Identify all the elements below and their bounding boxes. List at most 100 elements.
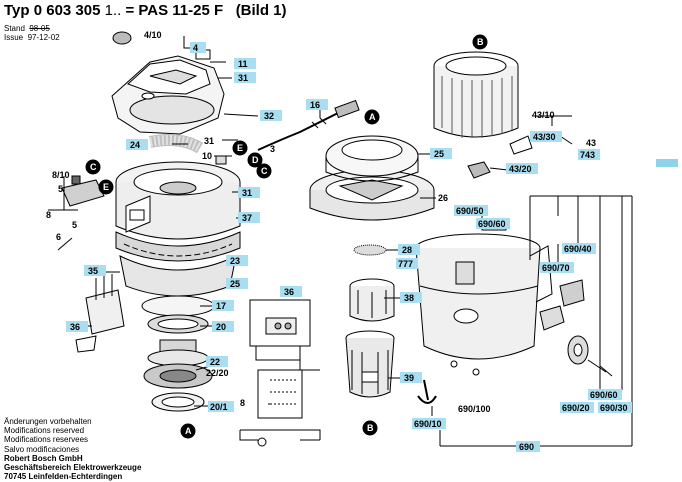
svg-text:25: 25 [230, 279, 240, 289]
part-label-743: 743 [578, 149, 600, 160]
svg-text:32: 32 [264, 111, 274, 121]
page-tab-marker [656, 159, 678, 167]
svg-text:16: 16 [310, 100, 320, 110]
part-label-690-60-top: 690/60 [476, 218, 510, 229]
part-label-16: 16 [306, 99, 328, 110]
callout-a-top: A [364, 109, 380, 125]
part-label-4-10: 4/10 [144, 30, 162, 40]
callout-a-bottom: A [180, 423, 196, 439]
callout-b-top: B [472, 34, 488, 50]
part-label-37: 37 [238, 212, 260, 223]
part-label-32: 32 [260, 110, 282, 121]
part-label-11: 11 [234, 58, 256, 69]
svg-text:A: A [185, 426, 192, 436]
svg-text:31: 31 [238, 73, 248, 83]
part-label-26: 26 [438, 193, 448, 203]
svg-text:36: 36 [70, 322, 80, 332]
svg-text:E: E [237, 143, 243, 153]
svg-text:690/70: 690/70 [542, 263, 570, 273]
part-label-22-20: 22/20 [206, 368, 229, 378]
part-label-25-center: 25 [430, 148, 452, 159]
svg-text:C: C [90, 162, 97, 172]
svg-text:35: 35 [88, 266, 98, 276]
part-label-38: 38 [400, 292, 422, 303]
svg-text:E: E [103, 182, 109, 192]
svg-text:28: 28 [402, 245, 412, 255]
part-label-31-mid: 31 [204, 136, 214, 146]
part-label-31-right: 31 [238, 187, 260, 198]
part-label-8-10: 8/10 [52, 170, 70, 180]
svg-text:B: B [367, 423, 374, 433]
svg-text:38: 38 [404, 293, 414, 303]
svg-text:11: 11 [238, 59, 248, 69]
part-label-5-bottom: 5 [72, 220, 77, 230]
filter-basket [345, 330, 395, 398]
svg-text:A: A [369, 112, 376, 122]
part-label-28: 28 [398, 244, 420, 255]
callout-e-cord: E [232, 140, 248, 156]
part-label-35: 35 [84, 265, 106, 276]
svg-text:37: 37 [242, 213, 252, 223]
svg-text:690/60: 690/60 [590, 390, 618, 400]
filter-ring [148, 134, 204, 154]
part-label-43-10: 43/10 [532, 110, 555, 120]
svg-text:36: 36 [284, 287, 294, 297]
svg-text:B: B [477, 37, 484, 47]
svg-text:39: 39 [404, 373, 414, 383]
company-name: Robert Bosch GmbH [4, 453, 83, 463]
callout-c-left: C [85, 159, 101, 175]
part-label-690-50: 690/50 [454, 205, 488, 216]
part-label-5-top: 5 [58, 184, 63, 194]
filter-disc [353, 244, 387, 256]
svg-text:31: 31 [242, 188, 252, 198]
part-label-6: 6 [56, 232, 61, 242]
svg-text:24: 24 [130, 140, 140, 150]
part-label-4: 4 [190, 42, 206, 53]
motor-lid [309, 135, 435, 221]
callout-d: D [247, 152, 263, 168]
part-label-8-left: 8 [46, 210, 51, 220]
switch-part [61, 175, 145, 221]
motor-housing-cover [111, 31, 225, 135]
capacitor-bracket [75, 274, 125, 353]
part-label-31-top: 31 [234, 72, 256, 83]
motor-schematic [239, 299, 321, 447]
part-label-690-30: 690/30 [598, 402, 632, 413]
part-label-43-20: 43/20 [506, 163, 538, 174]
part-label-23: 23 [226, 255, 248, 266]
part-label-36-left: 36 [66, 321, 88, 332]
issue-line: Issue 97-12-02 [4, 33, 60, 42]
part-label-36-right: 36 [280, 286, 302, 297]
svg-text:20: 20 [216, 322, 226, 332]
svg-text:690: 690 [519, 442, 534, 452]
svg-text:D: D [252, 155, 259, 165]
svg-text:43/30: 43/30 [533, 132, 556, 142]
part-label-690: 690 [516, 441, 540, 452]
part-label-43-30: 43/30 [530, 131, 562, 142]
part-label-17: 17 [212, 300, 234, 311]
svg-text:690/50: 690/50 [456, 206, 484, 216]
filter-holder [349, 278, 395, 322]
part-label-10: 10 [202, 151, 212, 161]
part-label-690-60-bottom: 690/60 [588, 389, 622, 400]
footer-notes: Änderungen vorbehalten Modifications res… [4, 417, 142, 482]
cartridge-filter [433, 51, 533, 179]
part-label-690-20: 690/20 [560, 402, 594, 413]
part-label-690-40: 690/40 [562, 243, 596, 254]
svg-text:690/30: 690/30 [600, 403, 628, 413]
part-label-25-left: 25 [226, 278, 248, 289]
svg-text:690/40: 690/40 [564, 244, 592, 254]
wheels-and-fittings [417, 279, 613, 404]
svg-text:C: C [261, 166, 268, 176]
part-label-39: 39 [400, 372, 422, 383]
svg-text:17: 17 [216, 301, 226, 311]
svg-text:690/20: 690/20 [562, 403, 590, 413]
container [415, 233, 565, 376]
part-label-690-70: 690/70 [540, 262, 574, 273]
callout-b-bottom: B [362, 420, 378, 436]
page-title: Typ 0 603 305 1.. = PAS 11-25 F (Bild 1) [4, 2, 287, 19]
svg-text:4: 4 [193, 43, 198, 53]
svg-text:22: 22 [210, 357, 220, 367]
svg-text:690/10: 690/10 [414, 419, 442, 429]
